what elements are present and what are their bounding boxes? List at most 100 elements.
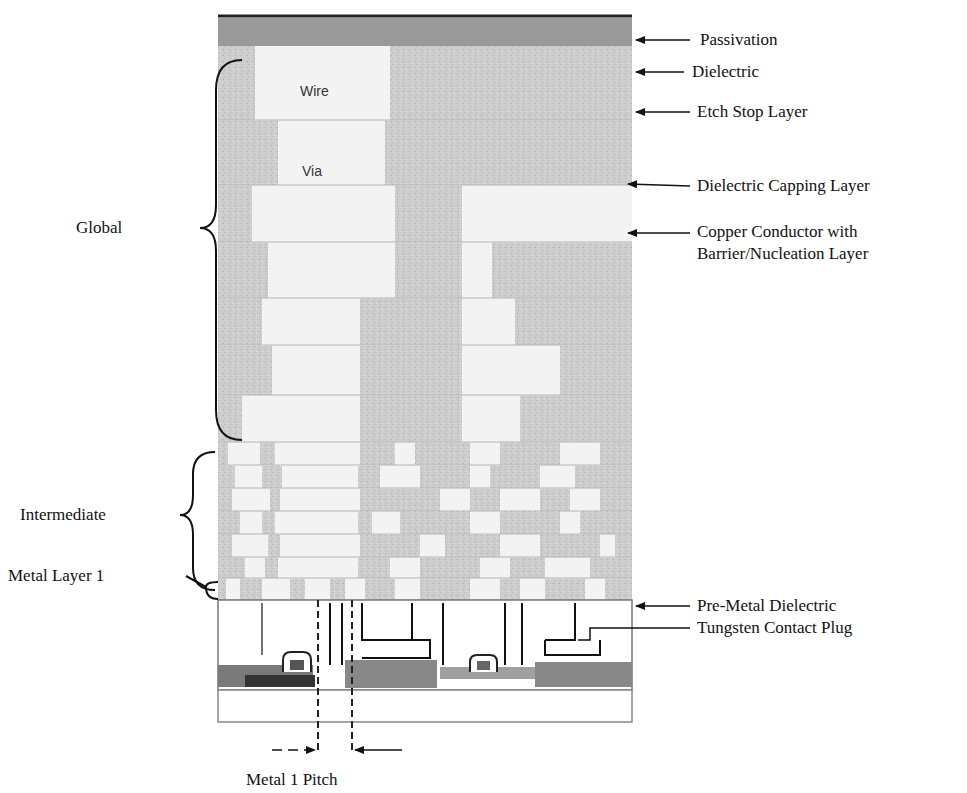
dielectric-block xyxy=(490,465,540,488)
dielectric-block xyxy=(240,578,262,600)
contact-line xyxy=(329,603,331,665)
active-region xyxy=(245,675,315,687)
dielectric-block xyxy=(218,120,278,185)
callout-label: Tungsten Contact Plug xyxy=(697,617,852,639)
dielectric-block xyxy=(590,557,632,578)
tungsten-plug xyxy=(545,603,600,655)
brace xyxy=(186,576,218,599)
leader-arrow xyxy=(628,184,690,186)
dielectric-block xyxy=(390,46,632,120)
dielectric-block xyxy=(218,578,226,600)
dielectric-block xyxy=(510,557,545,578)
gate xyxy=(470,655,497,672)
dielectric-block xyxy=(540,488,570,511)
dielectric-block xyxy=(218,442,228,465)
dielectric-block xyxy=(262,511,275,534)
callout-label: Pre-Metal Dielectric xyxy=(697,595,836,617)
dielectric-block xyxy=(515,298,632,345)
callout-label: Etch Stop Layer xyxy=(697,101,807,123)
dielectric-block xyxy=(360,298,462,345)
dielectric-block xyxy=(218,298,262,345)
dielectric-block xyxy=(358,557,390,578)
dielectric-block xyxy=(270,488,280,511)
dielectric-block xyxy=(268,534,280,557)
leader-arrow xyxy=(636,111,690,113)
dielectric-block xyxy=(218,511,240,534)
leader-arrow xyxy=(628,232,690,234)
pre-metal-dielectric xyxy=(218,600,632,690)
dielectric-block xyxy=(420,578,470,600)
leader-arrow xyxy=(636,605,690,607)
callout-label: Global xyxy=(76,217,122,239)
dielectric-block xyxy=(420,465,470,488)
region-label: Wire xyxy=(300,80,329,102)
dielectric-block xyxy=(360,345,462,395)
micrograph-ground xyxy=(218,15,632,722)
dielectric-block xyxy=(360,442,395,465)
contact-line xyxy=(521,603,523,665)
dielectric-block xyxy=(615,534,632,557)
dielectric-block xyxy=(520,395,632,442)
substrate xyxy=(218,690,632,722)
dielectric-block xyxy=(218,557,245,578)
callout-label: Intermediate xyxy=(20,504,106,526)
dielectric-block xyxy=(358,465,380,488)
dielectric-block xyxy=(395,242,462,298)
leader-arrow xyxy=(636,39,690,41)
dielectric-block xyxy=(360,534,420,557)
dielectric-block xyxy=(575,465,632,488)
gate-core xyxy=(290,660,304,670)
dielectric-block xyxy=(500,578,520,600)
dielectric-block xyxy=(262,465,282,488)
active-region xyxy=(535,662,632,687)
dielectric-block xyxy=(218,345,272,395)
callout-label: Dielectric xyxy=(692,61,759,83)
pitch-arrow xyxy=(272,749,315,751)
pitch-arrow xyxy=(355,749,402,751)
dielectric-block xyxy=(218,534,232,557)
dielectric-block xyxy=(365,578,395,600)
brace xyxy=(200,60,242,440)
dielectric-block xyxy=(415,442,470,465)
dielectric-block xyxy=(420,557,480,578)
dielectric-block xyxy=(492,242,632,298)
contact-line xyxy=(411,603,413,640)
contact-line xyxy=(504,603,506,665)
dielectric-block xyxy=(545,578,585,600)
dielectric-block xyxy=(560,345,632,395)
dielectric-block xyxy=(260,442,275,465)
dielectric-block xyxy=(400,511,470,534)
dielectric-block xyxy=(500,511,560,534)
dielectric-block xyxy=(218,242,268,298)
callout-label: Dielectric Capping Layer xyxy=(697,175,870,197)
contact-line xyxy=(442,603,444,665)
dielectric-block xyxy=(600,488,632,511)
dielectric-block xyxy=(580,511,632,534)
callout-label: Metal Layer 1 xyxy=(8,565,104,587)
tungsten-plug xyxy=(362,603,430,658)
brace xyxy=(180,452,215,590)
dielectric-block xyxy=(385,120,632,185)
dielectric-block xyxy=(360,488,440,511)
dielectric-block xyxy=(395,185,462,242)
callout-label: Metal 1 Pitch xyxy=(246,769,338,791)
gate xyxy=(283,652,311,672)
dielectric-block xyxy=(265,557,278,578)
dielectric-block xyxy=(218,395,242,442)
dielectric-block xyxy=(605,578,632,600)
contact-line xyxy=(261,603,263,655)
dielectric-block xyxy=(218,185,252,242)
dielectric-block xyxy=(470,488,500,511)
passivation-band xyxy=(218,18,632,46)
top-edge xyxy=(218,15,632,18)
pitch-line xyxy=(317,600,319,752)
dielectric-block xyxy=(600,442,632,465)
dielectric-block xyxy=(445,534,500,557)
leader-arrow xyxy=(636,71,684,73)
dielectric-block xyxy=(218,46,255,120)
leader-line xyxy=(578,628,690,640)
dielectric-block xyxy=(290,578,305,600)
dielectric-block xyxy=(540,534,600,557)
contact-line xyxy=(341,603,343,665)
gate-core xyxy=(477,661,490,670)
